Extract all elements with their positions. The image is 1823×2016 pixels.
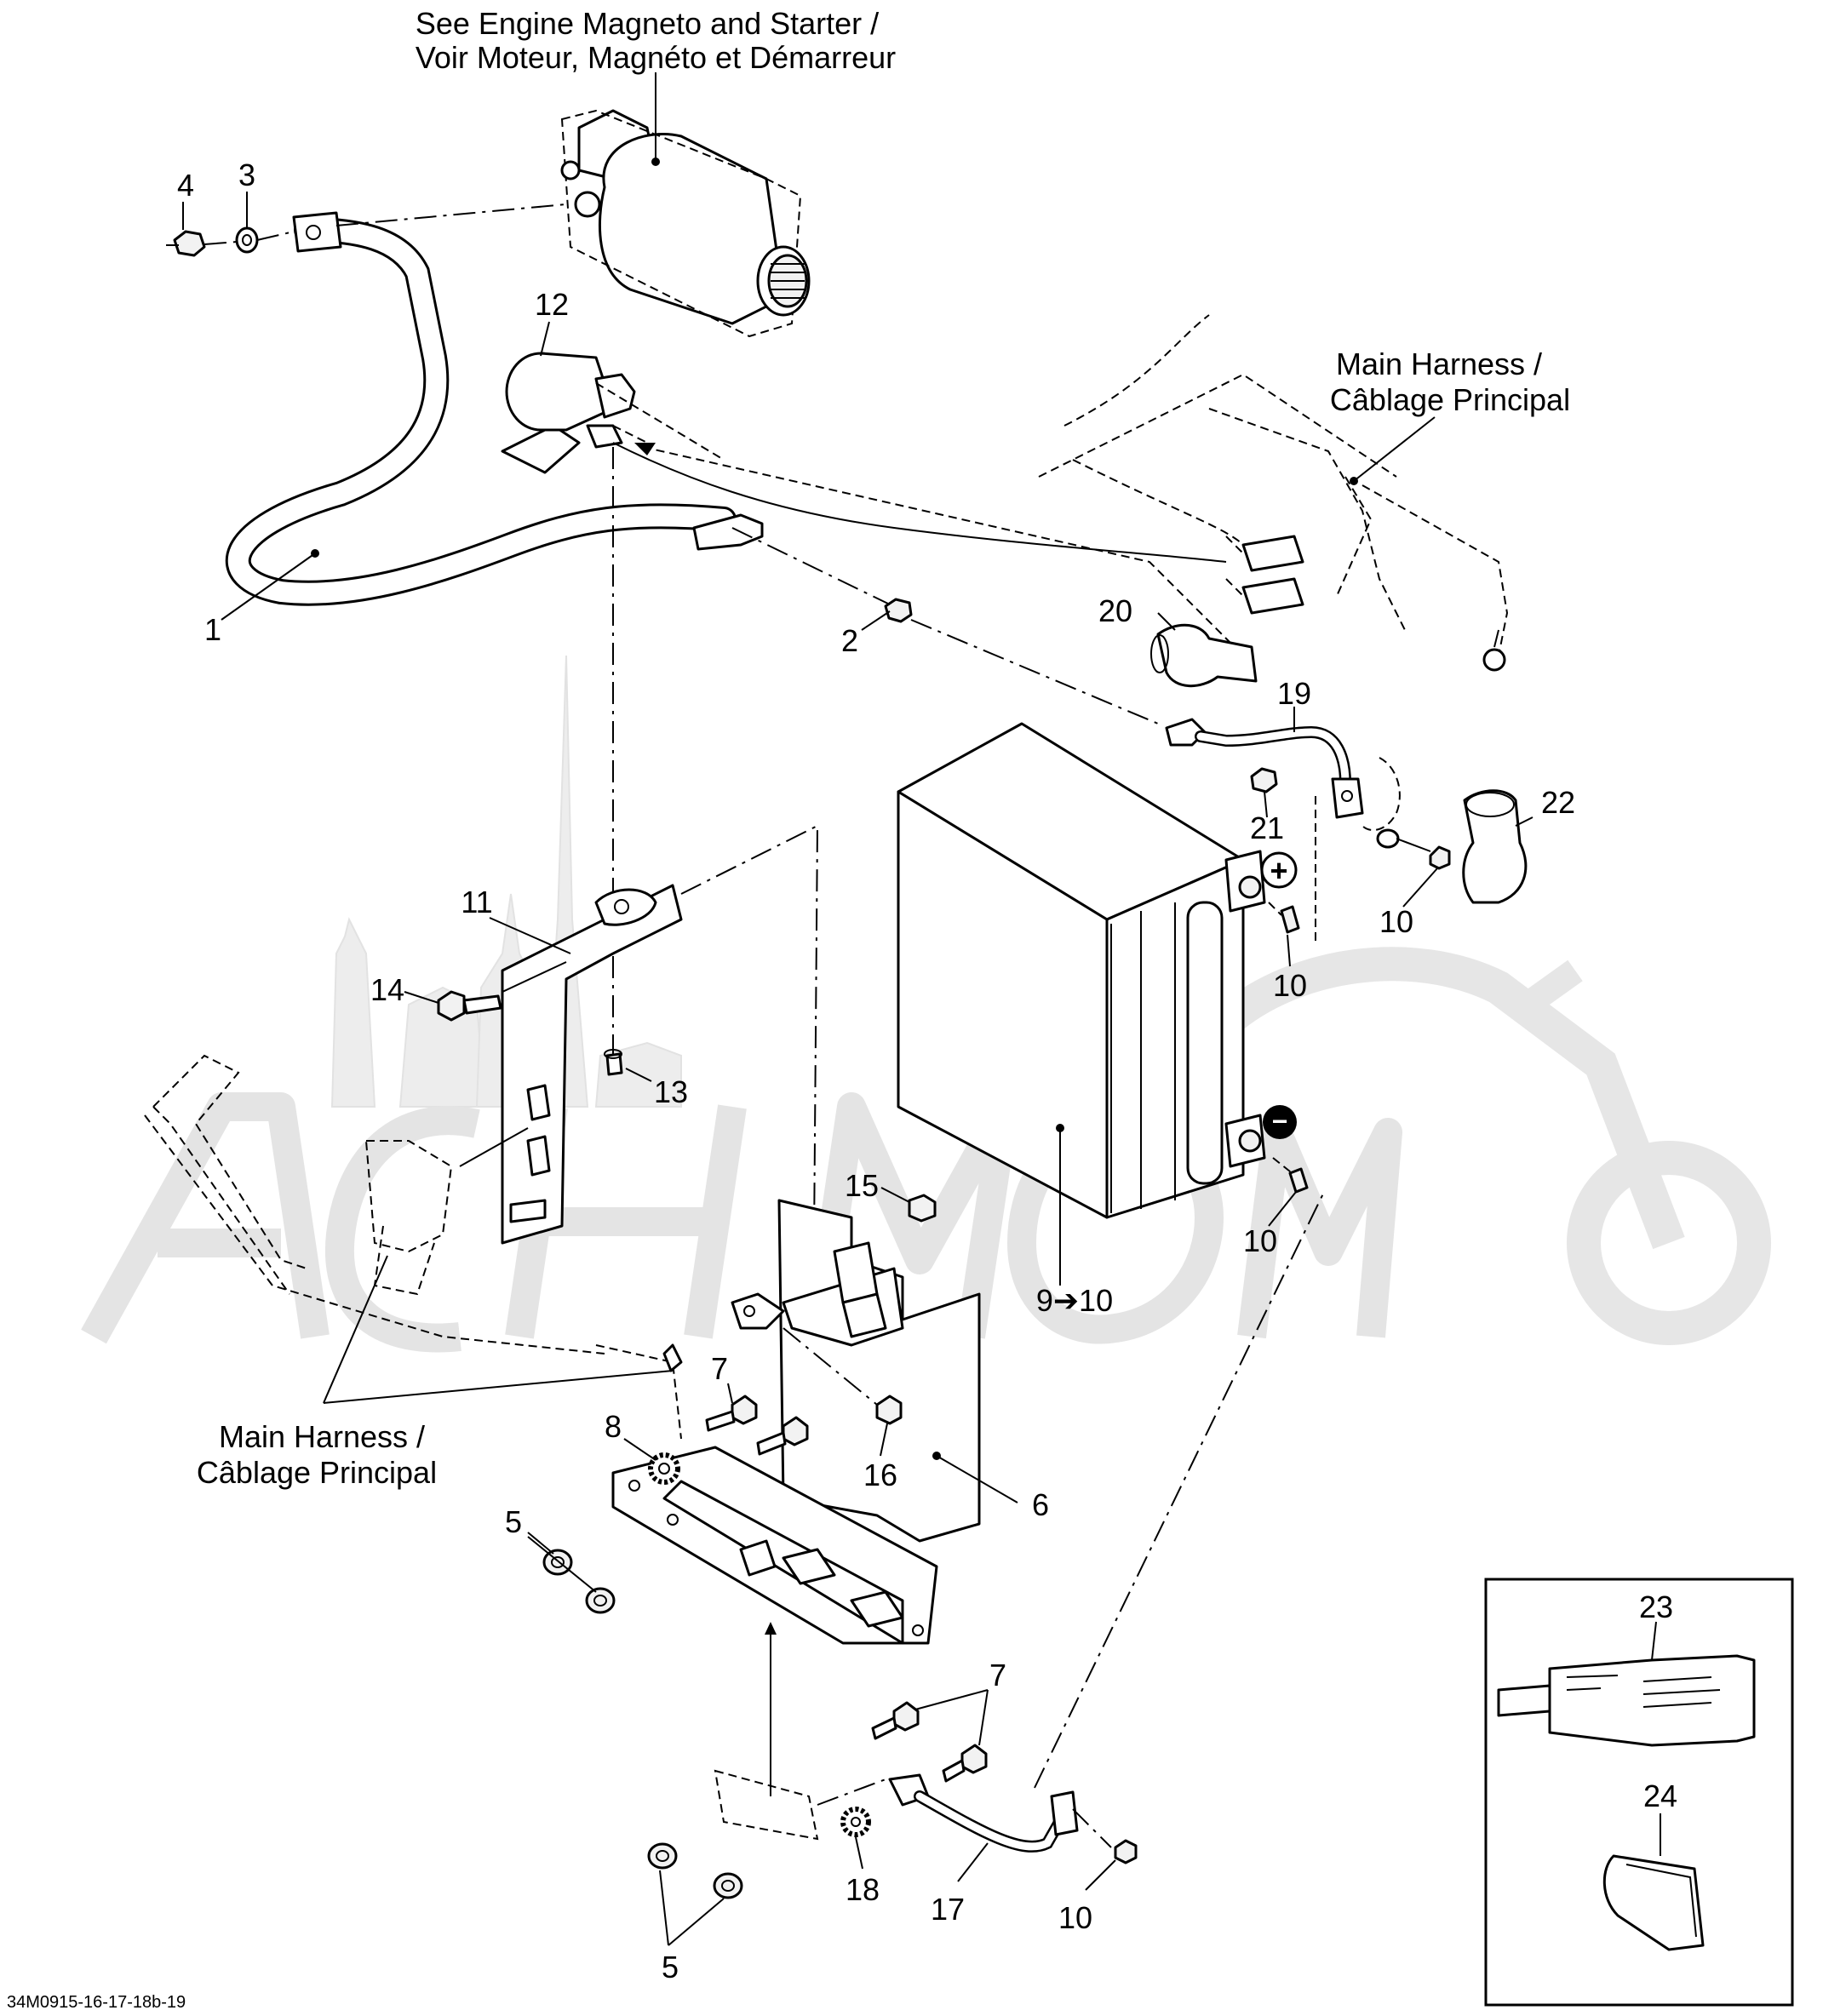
callout-17: 17 [931,1892,965,1927]
watermark-logo [81,655,1771,1353]
svg-text:Main Harness /: Main Harness / [1336,346,1542,381]
callout-5-upper: 5 [505,1504,522,1539]
part-5-bushing-upper-b [585,1587,616,1614]
callout-6: 6 [1032,1487,1049,1522]
callout-10-upper: 10 [1379,904,1413,939]
part-23-dielectric-grease-tube [1497,1654,1756,1747]
callout-11: 11 [461,885,492,919]
callout-22: 22 [1541,785,1575,820]
caption-main-harness-left: Main Harness / Câblage Principal [197,1419,437,1490]
part-7-bolt-upper-a [705,1395,758,1432]
part-20-terminal-boot [1150,623,1258,688]
callout-1: 1 [204,612,221,647]
part-5-bushing-lower-b [713,1872,743,1899]
part-13-grommet [604,1049,623,1076]
callout-10-negative: 10 [1243,1223,1277,1258]
part-22-terminal-boot [1462,789,1528,904]
negative-terminal-symbol: − [1263,1105,1297,1139]
part-24-clip [1602,1854,1705,1951]
part-4-nut [173,230,206,257]
callout-16: 16 [863,1458,897,1492]
callout-13: 13 [654,1074,688,1109]
part-10-bolt-upper [1396,838,1451,870]
callout-9: 9➔10 [1036,1283,1113,1318]
callout-7-lower: 7 [989,1658,1006,1692]
callout-23: 23 [1639,1589,1673,1624]
svg-text:Voir Moteur, Magnéto et Démarr: Voir Moteur, Magnéto et Démarreur [416,40,896,75]
caption-starter-reference: See Engine Magneto and Starter / Voir Mo… [416,6,896,75]
svg-text:See Engine Magneto and Starter: See Engine Magneto and Starter / [416,6,879,41]
svg-text:Câblage Principal: Câblage Principal [197,1455,437,1490]
callout-4: 4 [177,168,194,203]
part-5-bushing-lower-a [647,1842,678,1870]
callout-10-lower: 10 [1058,1900,1092,1935]
callout-8: 8 [605,1409,622,1444]
part-7-bolt-lower-b [942,1744,988,1783]
part-3-washer [235,226,259,254]
callout-14: 14 [370,972,404,1007]
part-17-ground-cable [888,1773,1079,1853]
callout-15: 15 [845,1168,879,1203]
part-10-square-nut-negative [1288,1167,1309,1194]
main-harness-left [144,1054,683,1440]
starter-motor [560,109,811,338]
svg-text:−: − [1272,1106,1288,1137]
part-8-star-washer [648,1452,680,1485]
part-21-nut [1250,767,1278,793]
inset-box [1484,1578,1794,2007]
main-harness-top [1038,314,1509,672]
svg-text:Câblage Principal: Câblage Principal [1330,382,1570,417]
callout-24: 24 [1643,1778,1677,1813]
callout-20: 20 [1098,593,1132,628]
part-9-battery [897,722,1266,1219]
callout-3: 3 [238,158,255,192]
callout-labels: 1 2 3 4 12 20 19 21 22 10 10 10 11 14 13… [177,158,1677,1984]
part-11-bracket [501,884,683,1245]
part-2-nut [884,598,913,623]
part-19-battery-cable [1165,718,1364,819]
callout-19: 19 [1277,676,1311,711]
part-14-bolt [437,990,502,1022]
part-6-battery-cover [731,1199,981,1543]
caption-main-harness-top: Main Harness / Câblage Principal [1330,346,1570,417]
svg-text:Main Harness /: Main Harness / [219,1419,425,1454]
part-18-star-washer [840,1807,871,1837]
diagram-reference-code: 34M0915-16-17-18b-19 [7,1993,186,2012]
battery-tray [611,1446,938,1645]
callout-18: 18 [846,1872,880,1907]
part-1-starter-cable [225,211,764,606]
svg-text:+: + [1270,853,1287,888]
part-12-solenoid [501,352,725,474]
callout-5-lower: 5 [662,1950,679,1984]
watermark-motorcycle [1214,947,1771,1345]
part-16-bolt [783,1327,903,1425]
starter-gear [767,254,808,308]
part-7-bolt-lower-a [871,1701,920,1740]
part-7-bolt-upper-b [756,1416,809,1456]
callout-12: 12 [535,287,569,322]
callout-10-positive: 10 [1273,968,1307,1003]
callout-21: 21 [1250,810,1284,845]
leader-lines [182,72,1661,1946]
part-10-bolt-lower [1114,1839,1138,1864]
lower-bracket [714,1769,819,1841]
callout-7-upper: 7 [711,1351,728,1386]
part-15-bolt [908,1194,937,1223]
positive-terminal-symbol: + [1260,851,1298,889]
part-10-square-nut-positive [1280,905,1300,934]
callout-2: 2 [841,623,858,658]
